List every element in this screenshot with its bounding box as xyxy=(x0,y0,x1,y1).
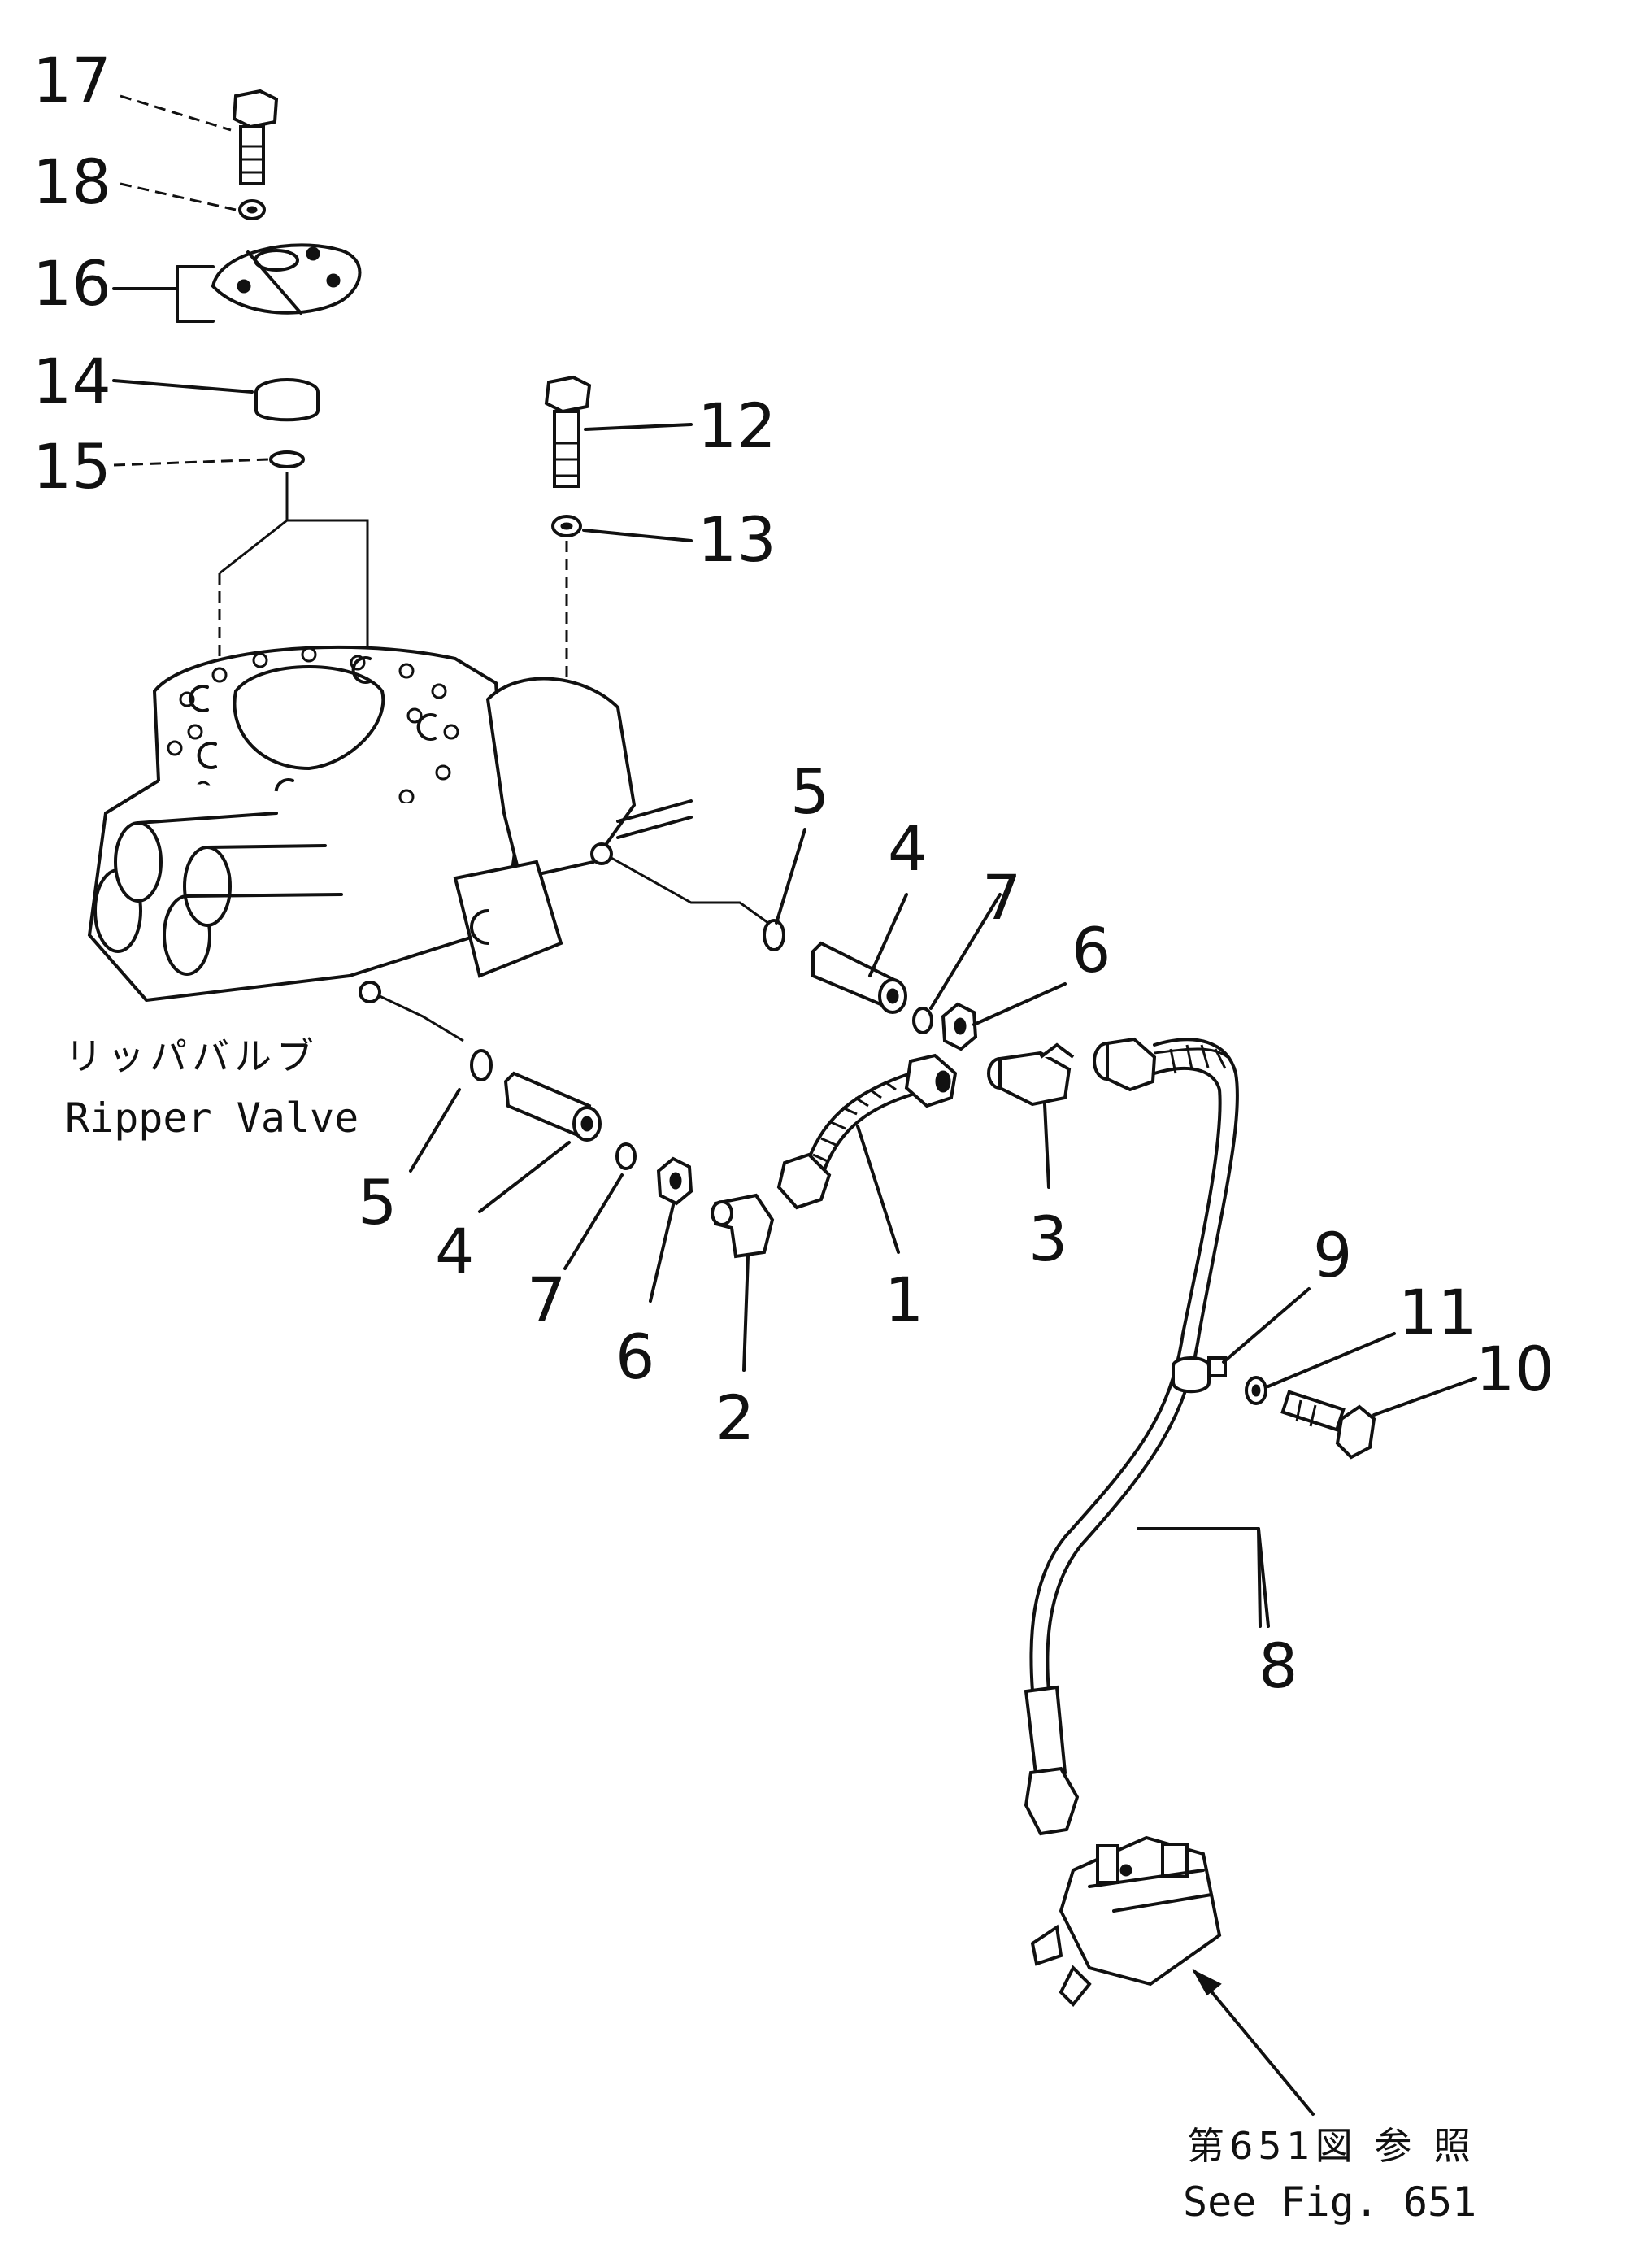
part-number-11: 11 xyxy=(1398,1276,1477,1348)
washer-11-drawing xyxy=(1245,1376,1267,1405)
part-number-3: 3 xyxy=(1028,1203,1067,1275)
part-number-7-upper: 7 xyxy=(982,861,1021,934)
plug-14-drawing xyxy=(254,378,320,422)
see-fig-label-jp: 第651図 参 照 xyxy=(1187,2124,1476,2168)
hose-8-drawing xyxy=(1024,1037,1239,1836)
clamp-16-drawing xyxy=(211,243,362,315)
bolt-12-drawing xyxy=(544,375,592,488)
oring-5-upper-drawing xyxy=(763,919,785,951)
washer-13-drawing xyxy=(551,515,582,537)
part-number-18: 18 xyxy=(33,146,111,218)
part-number-5-lower: 5 xyxy=(358,1166,397,1238)
part-number-16: 16 xyxy=(33,247,111,320)
ripper-valve-label-jp: リッパバルブ xyxy=(65,1034,319,1078)
part-number-8: 8 xyxy=(1259,1630,1298,1702)
nut-6-lower-drawing xyxy=(656,1156,693,1206)
part-number-2: 2 xyxy=(715,1382,754,1454)
part-number-6-lower: 6 xyxy=(615,1321,654,1393)
ripper-valve-drawing xyxy=(87,645,693,1003)
oring-7-lower-drawing xyxy=(615,1142,637,1170)
part-number-6-upper: 6 xyxy=(1072,914,1111,986)
hose-1-drawing xyxy=(776,1053,958,1210)
oring-7-upper-drawing xyxy=(912,1007,933,1034)
part-number-5-upper: 5 xyxy=(790,755,829,828)
oring-15-drawing xyxy=(269,450,305,468)
bolt-10-drawing xyxy=(1280,1390,1376,1460)
elbow-3-drawing xyxy=(987,1042,1075,1107)
part-number-17: 17 xyxy=(33,44,111,116)
part-number-1: 1 xyxy=(885,1264,924,1336)
part-number-14: 14 xyxy=(33,345,111,417)
clamp-9-drawing xyxy=(1172,1356,1227,1394)
control-valve-drawing xyxy=(1030,1835,1222,2007)
part-number-13: 13 xyxy=(698,503,776,576)
washer-18-drawing xyxy=(238,199,266,220)
part-number-9: 9 xyxy=(1313,1219,1352,1291)
part-number-4-lower: 4 xyxy=(435,1215,474,1287)
bolt-17-drawing xyxy=(232,89,279,185)
part-number-12: 12 xyxy=(698,390,776,462)
oring-5-lower-drawing xyxy=(470,1049,493,1081)
part-number-7-lower: 7 xyxy=(527,1264,566,1336)
part-number-15: 15 xyxy=(33,430,111,503)
ripper-valve-label-en: Ripper Valve xyxy=(65,1095,359,1142)
connector-4-upper-drawing xyxy=(811,941,907,1014)
connector-4-lower-drawing xyxy=(503,1071,602,1142)
see-fig-label-en: See Fig. 651 xyxy=(1183,2178,1476,2226)
part-number-4-upper: 4 xyxy=(888,812,927,885)
elbow-2-drawing xyxy=(711,1193,775,1259)
part-number-10: 10 xyxy=(1476,1333,1554,1405)
nut-6-upper-drawing xyxy=(941,1002,978,1051)
